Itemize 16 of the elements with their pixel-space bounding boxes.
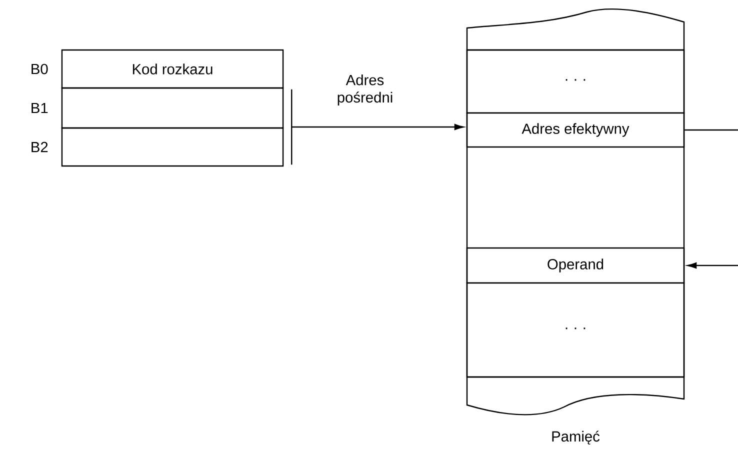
cell-label: B1: [32, 102, 48, 114]
memory-column: [466, 8, 685, 416]
instruction-cell: [61, 127, 284, 167]
memory-cell: Operand: [466, 247, 685, 284]
memory-cell: · · ·: [466, 49, 685, 114]
instruction-cell: [61, 87, 284, 129]
cell-label: Pamięć: [552, 430, 600, 445]
memory-cell: Adres efektywny: [466, 112, 685, 148]
arrow: [687, 262, 738, 269]
instruction-cell: Kod rozkazu: [61, 49, 284, 89]
cell-label: B2: [32, 142, 48, 152]
memory-cell: · · ·: [466, 282, 685, 378]
arrow: [291, 88, 464, 166]
edge-label: Adres pośredni: [338, 74, 392, 106]
cell-label: B0: [32, 64, 48, 74]
line: [684, 129, 738, 131]
